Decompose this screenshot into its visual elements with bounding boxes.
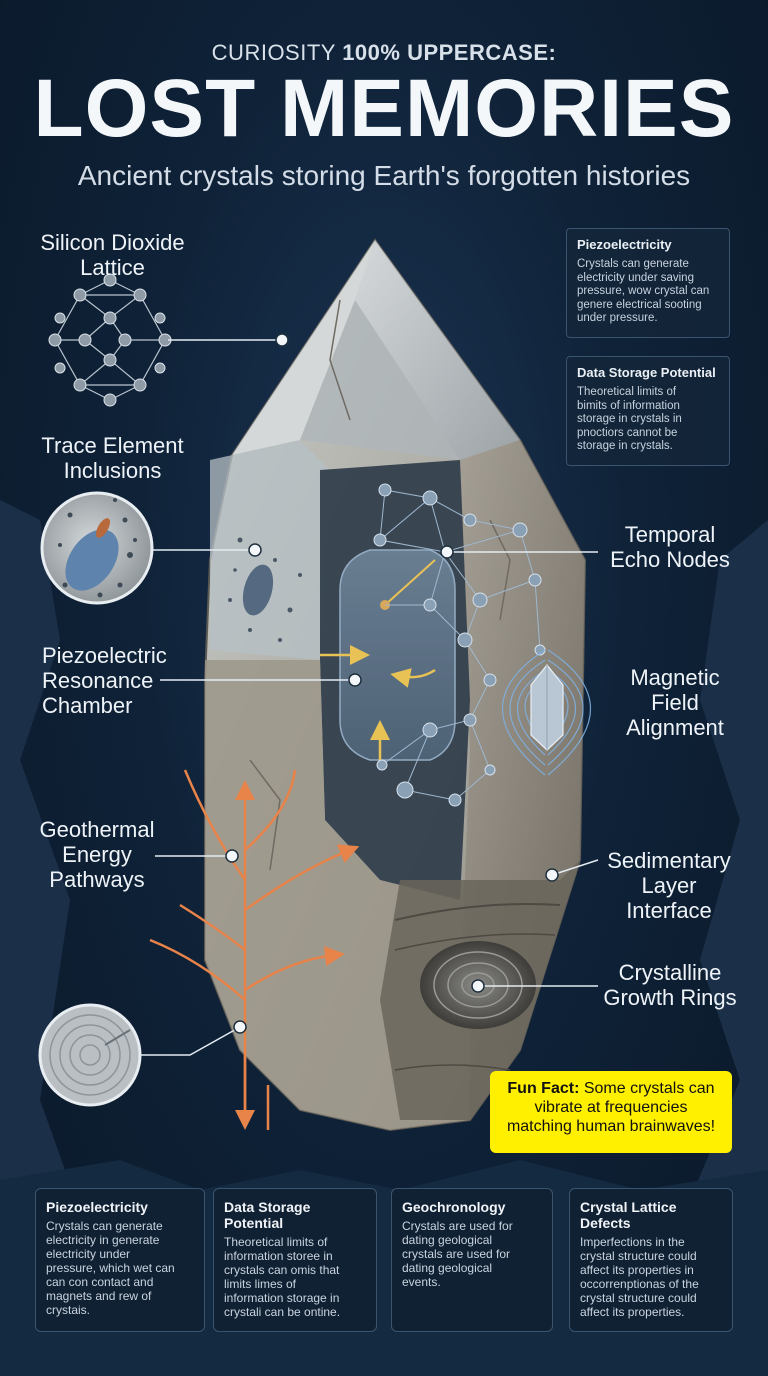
label-line: Interface	[626, 898, 712, 923]
echo-nodes	[373, 483, 546, 807]
background-rock-left	[0, 500, 90, 1376]
growth-ring-magnifier	[38, 1003, 142, 1107]
info-box-text: Crystals can generate electricity under …	[577, 258, 710, 324]
card-title: Geochronology	[402, 1199, 506, 1215]
info-box-title: Piezoelectricity	[577, 237, 672, 252]
fun-fact-callout: Fun Fact: Some crystals can vibrate at f…	[490, 1071, 732, 1153]
card-title: Data Storage Potential	[224, 1199, 311, 1231]
page-subtitle: Ancient crystals storing Earth's forgott…	[77, 160, 691, 191]
label-line: Growth Rings	[603, 985, 737, 1010]
info-box-title: Data Storage Potential	[577, 365, 716, 380]
label-line: Alignment	[626, 715, 724, 740]
silicon-dioxide-lattice-icon	[54, 279, 166, 401]
label-line: Resonance	[42, 668, 154, 693]
label-magnetic-field-alignment: Magnetic Field Alignment	[605, 665, 745, 740]
label-trace-element-inclusions: Trace Element Inclusions	[30, 433, 195, 483]
card-text: Theoretical limits of information storee…	[224, 1235, 341, 1319]
label-line: Piezoelectric	[42, 643, 167, 668]
label-line: Inclusions	[63, 458, 162, 483]
kicker-prefix: CURIOSITY	[211, 40, 336, 65]
card-geochronology: Geochronology Crystals are used for dati…	[391, 1188, 553, 1332]
card-text: Crystals can generate electricity in gen…	[46, 1219, 175, 1317]
info-box-text: Theoretical limits of bimits of informat…	[577, 386, 682, 452]
label-line: Energy	[62, 842, 132, 867]
label-sedimentary-layer-interface: Sedimentary Layer Interface	[598, 848, 740, 923]
kicker-bold: 100% UPPERCASE:	[342, 40, 557, 65]
geothermal-pathways	[149, 769, 360, 1130]
background-rock-right	[690, 520, 768, 1376]
page-title: LOST MEMORIES	[33, 63, 735, 154]
label-silicon-dioxide-lattice: Silicon Dioxide Lattice	[30, 230, 195, 280]
label-line: Pathways	[49, 867, 145, 892]
card-title: Crystal Lattice Defects	[580, 1199, 677, 1231]
card-crystal-lattice-defects: Crystal Lattice Defects Imperfections in…	[569, 1188, 733, 1332]
label-line: Temporal	[624, 522, 716, 547]
trace-element-magnifier	[40, 491, 154, 605]
label-line: Magnetic	[630, 665, 720, 690]
label-line: Sedimentary	[607, 848, 731, 873]
header-kicker: CURIOSITY 100% UPPERCASE:	[0, 40, 768, 66]
info-box-data-storage: Data Storage Potential Theoretical limit…	[566, 356, 730, 466]
card-title: Piezoelectricity	[46, 1199, 148, 1215]
label-line: Geothermal	[39, 817, 155, 842]
label-crystalline-growth-rings: Crystalline Growth Rings	[600, 960, 740, 1010]
label-temporal-echo-nodes: Temporal Echo Nodes	[600, 522, 740, 572]
card-text: Imperfections in the crystal structure c…	[580, 1235, 699, 1319]
info-box-piezoelectricity: Piezoelectricity Crystals can generate e…	[566, 228, 730, 338]
fun-fact-text: Some crystals can vibrate at frequencies…	[506, 1080, 716, 1135]
fun-fact-lead: Fun Fact:	[507, 1080, 580, 1097]
label-line: Field	[651, 690, 699, 715]
label-line: Layer	[641, 873, 697, 898]
label-line: Silicon Dioxide	[40, 230, 185, 255]
label-line: Chamber	[42, 693, 133, 718]
card-data-storage-potential: Data Storage Potential Theoretical limit…	[213, 1188, 377, 1332]
label-geothermal-energy-pathways: Geothermal Energy Pathways	[32, 817, 162, 892]
card-piezoelectricity: Piezoelectricity Crystals can generate e…	[35, 1188, 205, 1332]
callout-dots	[225, 333, 559, 1034]
callout-lines	[140, 339, 599, 1056]
card-text: Crystals are used for dating geological …	[402, 1219, 513, 1289]
label-line: Trace Element	[41, 433, 184, 458]
label-line: Crystalline	[618, 960, 722, 985]
label-piezoelectric-resonance-chamber: Piezoelectric Resonance Chamber	[42, 643, 212, 718]
inclusion-dots	[228, 537, 302, 642]
label-line: Lattice	[80, 255, 145, 280]
label-line: Echo Nodes	[610, 547, 730, 572]
